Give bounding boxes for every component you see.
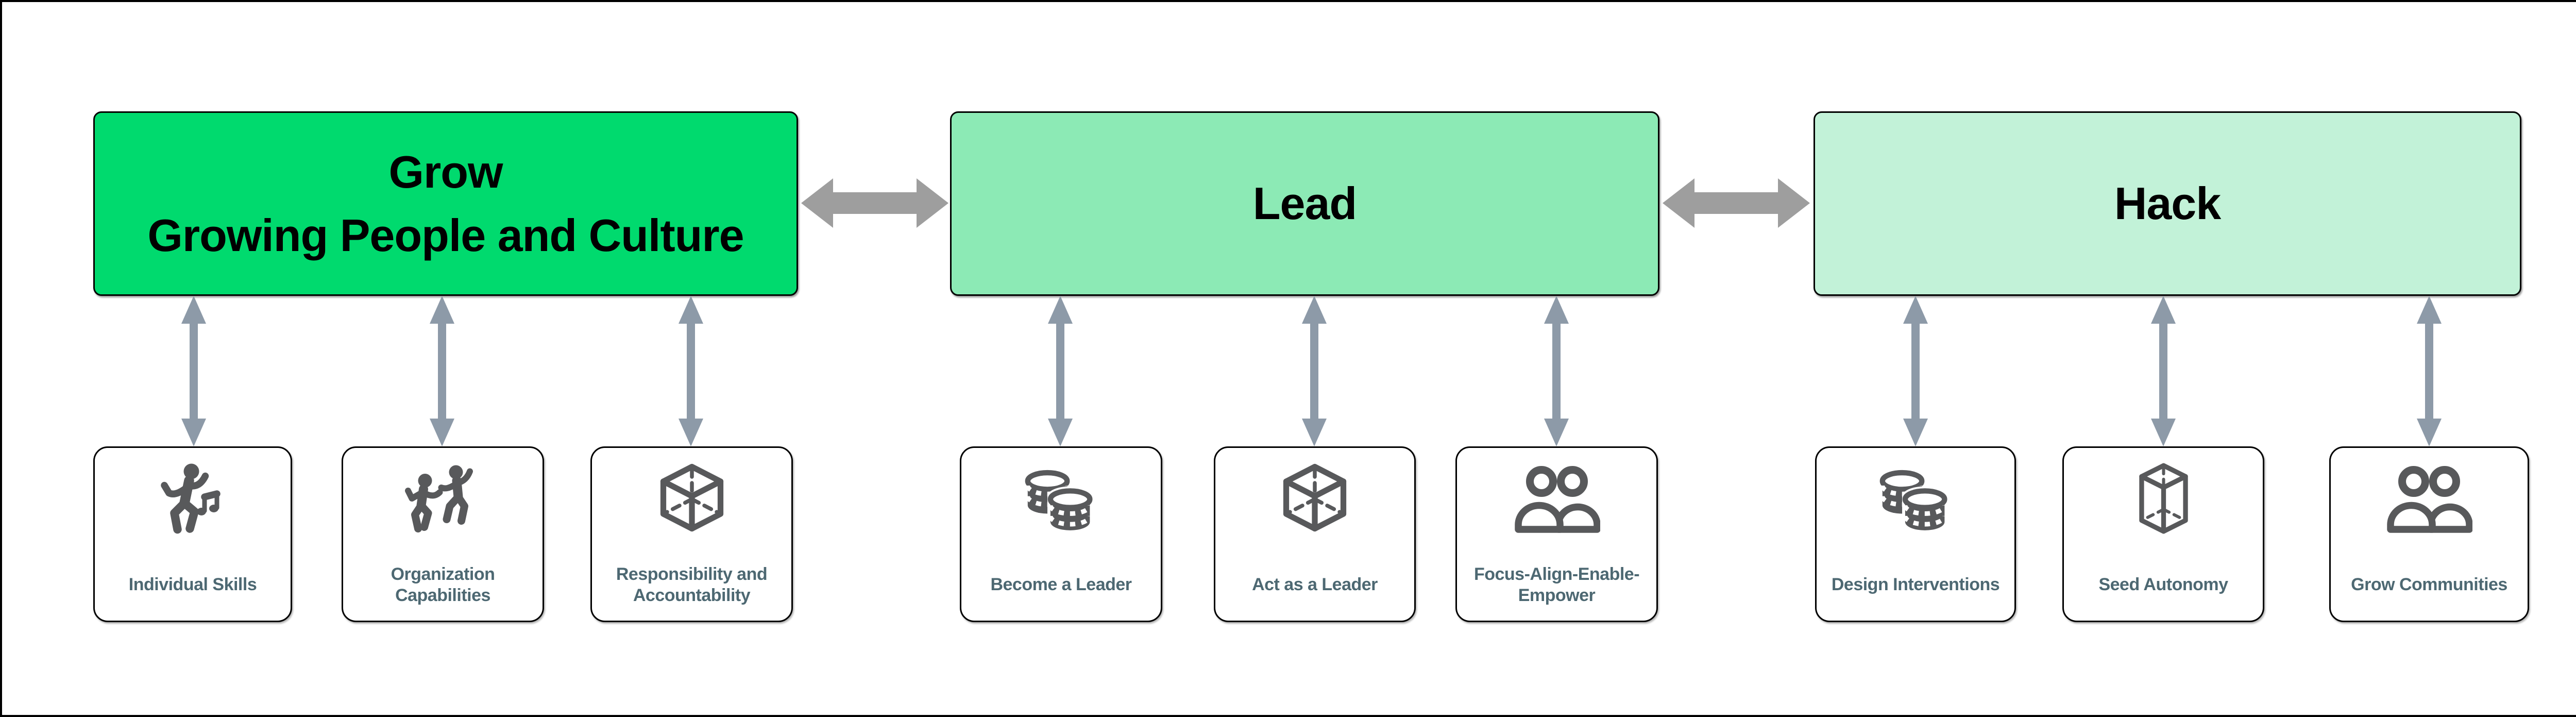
vertical-double-arrow-organization-capabilities [430,296,454,446]
child-box-focus-align-enable-empower: Focus-Align-Enable-Empower [1455,446,1658,622]
people-icon [1457,461,1656,539]
coins-icon [1817,461,2014,539]
child-box-individual-skills: Individual Skills [93,446,292,622]
vertical-double-arrow-focus-align [1544,296,1569,446]
dancer-music-note-icon [95,461,291,539]
child-label: Seed Autonomy [2098,575,2228,595]
child-label: Grow Communities [2351,575,2507,595]
horizontal-double-arrow-lead-hack [1663,178,1810,228]
vertical-double-arrow-become-a-leader [1048,296,1073,446]
vertical-double-arrow-responsibility [679,296,703,446]
main-box-lead: Lead [950,111,1659,296]
grow-title-line1: Grow [388,146,503,197]
hack-title: Hack [2114,178,2221,229]
child-box-become-a-leader: Become a Leader [960,446,1162,622]
vertical-double-arrow-individual-skills [181,296,206,446]
cube-icon [592,461,791,539]
child-box-design-interventions: Design Interventions [1815,446,2016,622]
child-box-responsibility-accountability: Responsibility and Accountability [590,446,793,622]
main-box-grow: Grow Growing People and Culture [93,111,798,296]
child-box-act-as-a-leader: Act as a Leader [1214,446,1416,622]
child-label: Design Interventions [1831,575,2000,595]
dancing-people-icon [343,461,543,539]
child-label: Focus-Align-Enable-Empower [1473,564,1640,605]
child-label: Become a Leader [990,575,1132,595]
child-box-grow-communities: Grow Communities [2329,446,2529,622]
coins-icon [961,461,1161,539]
child-label: Act as a Leader [1252,575,1378,595]
child-label: Organization Capabilities [391,564,495,605]
cube-icon [1215,461,1414,539]
child-box-seed-autonomy: Seed Autonomy [2062,446,2264,622]
child-box-organization-capabilities: Organization Capabilities [342,446,544,622]
vertical-double-arrow-act-as-a-leader [1302,296,1327,446]
child-label: Responsibility and Accountability [616,564,768,605]
vertical-double-arrow-design-interventions [1903,296,1928,446]
child-label: Individual Skills [128,575,257,595]
vertical-double-arrow-grow-communities [2417,296,2442,446]
grow-title-line2: Growing People and Culture [147,210,744,261]
main-box-hack: Hack [1814,111,2521,296]
lead-title: Lead [1252,178,1357,229]
people-icon [2331,461,2528,539]
tall-cube-icon [2064,461,2263,544]
vertical-double-arrow-seed-autonomy [2151,296,2176,446]
horizontal-double-arrow-grow-lead [801,178,948,228]
grow-title: Grow Growing People and Culture [147,140,744,267]
